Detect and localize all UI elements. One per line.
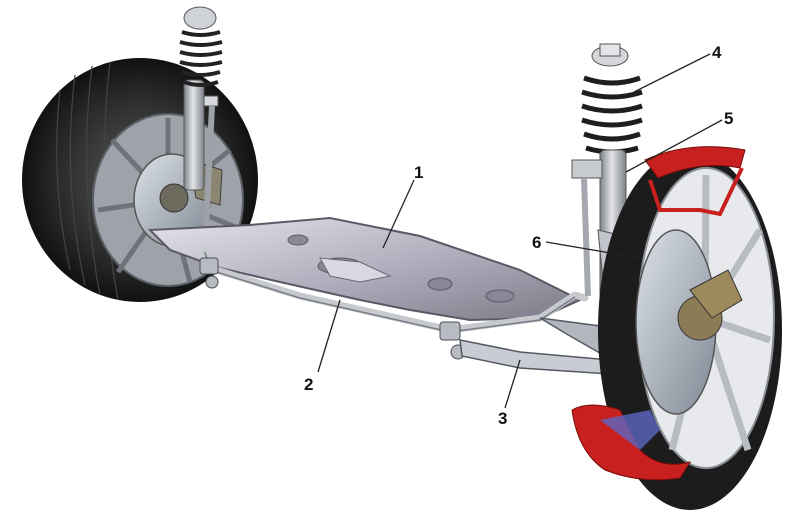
- right-drop-link: [581, 177, 591, 297]
- subframe-rib: [319, 257, 392, 283]
- callout-6: 6: [532, 233, 541, 252]
- right-wheel: [571, 146, 782, 510]
- callout-2: 2: [304, 375, 313, 394]
- right-top-mount-cap: [599, 43, 621, 57]
- leader-6: [545, 241, 641, 259]
- right-coil-spring: [581, 75, 643, 155]
- left-strut-body: [183, 79, 205, 191]
- left-drop-link: [202, 105, 215, 249]
- right-tire-section-top-inner: [648, 167, 744, 217]
- leader-lines: [317, 53, 723, 409]
- right-tire-wheel-well-inner: [600, 410, 660, 450]
- leader-3: [504, 359, 521, 409]
- callout-3: 3: [498, 409, 507, 428]
- left-strut-bracket: [203, 95, 219, 107]
- leader-5: [625, 119, 723, 173]
- leader-4: [633, 53, 711, 93]
- left-hub: [159, 183, 189, 213]
- leader-2: [317, 299, 341, 373]
- callout-1: 1: [414, 163, 423, 182]
- callout-4: 4: [712, 43, 722, 62]
- right-brake-caliper: [689, 269, 743, 319]
- left-strut-assembly: [179, 6, 223, 249]
- left-top-mount: [183, 6, 217, 30]
- right-tire-section-top: [644, 146, 746, 179]
- leader-1: [382, 179, 415, 249]
- callout-5: 5: [724, 109, 733, 128]
- anti-roll-bar-bushings: [199, 257, 466, 360]
- right-strut-bracket: [571, 159, 603, 179]
- left-coil-spring: [179, 30, 223, 87]
